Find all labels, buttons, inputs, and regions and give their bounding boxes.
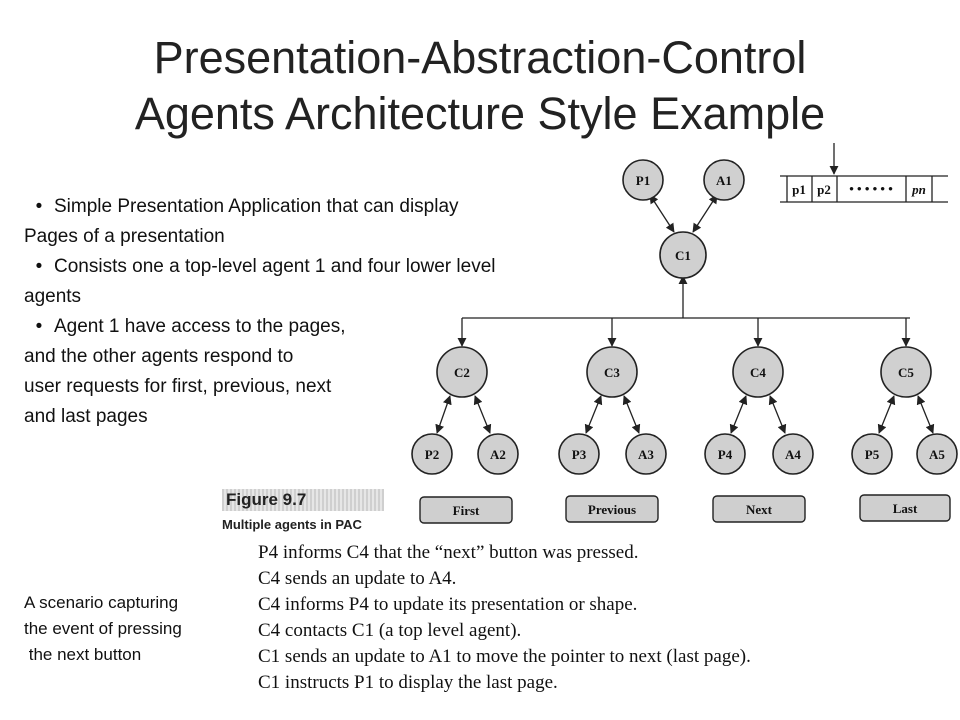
node-p1: P1 <box>622 159 664 201</box>
scenario-step: C4 informs P4 to update its presentation… <box>258 594 638 615</box>
page-strip: p1 p2 • • • • • • pn <box>780 143 948 203</box>
scenario-step: C1 sends an update to A1 to move the poi… <box>258 646 751 667</box>
bullet-item-cont: and last pages <box>24 406 148 427</box>
node-c3: C3 <box>586 346 638 398</box>
svg-text:Last: Last <box>893 501 918 516</box>
svg-text:Next: Next <box>746 502 773 517</box>
bullet-item: •Simple Presentation Application that ca… <box>24 192 634 222</box>
svg-text:P1: P1 <box>636 173 650 188</box>
svg-text:C4: C4 <box>750 365 766 380</box>
scenario-step: P4 informs C4 that the “next” button was… <box>258 542 639 563</box>
scenario-step: C4 contacts C1 (a top level agent). <box>258 620 522 641</box>
node-a5: A5 <box>916 433 958 475</box>
next-button[interactable]: Next <box>712 495 806 523</box>
svg-text:P3: P3 <box>572 447 587 462</box>
svg-text:C1: C1 <box>675 248 691 263</box>
node-c5: C5 <box>880 346 932 398</box>
page-cell-dots: • • • • • • <box>849 181 893 196</box>
bullet-list: •Simple Presentation Application that ca… <box>24 192 634 432</box>
scenario-steps: P4 informs C4 that the “next” button was… <box>258 540 751 696</box>
svg-text:P2: P2 <box>425 447 439 462</box>
bullet-dot-icon: • <box>35 316 43 337</box>
page-cell-pn: pn <box>911 182 926 197</box>
svg-text:A3: A3 <box>638 447 654 462</box>
svg-text:A1: A1 <box>716 173 732 188</box>
svg-text:C5: C5 <box>898 365 914 380</box>
figure-caption: Figure 9.7 Multiple agents in PAC <box>222 489 384 532</box>
svg-text:A4: A4 <box>785 447 801 462</box>
lower-edges <box>435 395 935 434</box>
bullet-item-cont: agents <box>24 286 82 307</box>
scenario-step: C1 instructs P1 to display the last page… <box>258 672 558 693</box>
bullet-item-cont: Pages of a presentation <box>24 226 225 247</box>
node-a4: A4 <box>772 433 814 475</box>
bullet-item-cont: and the other agents respond to <box>24 346 294 367</box>
bullet-item: •Consists one a top-level agent 1 and fo… <box>24 252 634 282</box>
node-c4: C4 <box>732 346 784 398</box>
node-a3: A3 <box>625 433 667 475</box>
slide-title: Presentation-Abstraction-Control Agents … <box>0 30 960 142</box>
node-p5: P5 <box>851 433 893 475</box>
figure-number: Figure 9.7 <box>222 489 384 511</box>
node-a2: A2 <box>477 433 519 475</box>
previous-button[interactable]: Previous <box>565 495 659 523</box>
svg-text:A2: A2 <box>490 447 506 462</box>
first-button[interactable]: First <box>419 496 513 524</box>
figure-title: Multiple agents in PAC <box>222 517 362 532</box>
page-cell-p1: p1 <box>792 182 806 197</box>
node-c1: C1 <box>659 231 707 279</box>
title-line-2: Agents Architecture Style Example <box>134 88 826 139</box>
node-c2: C2 <box>436 346 488 398</box>
page-cell-p2: p2 <box>817 182 831 197</box>
node-p2: P2 <box>411 433 453 475</box>
last-button[interactable]: Last <box>859 494 951 522</box>
node-p3: P3 <box>558 433 600 475</box>
svg-text:First: First <box>453 503 480 518</box>
scenario-step: C4 sends an update to A4. <box>258 568 457 589</box>
bullet-dot-icon: • <box>35 256 43 277</box>
node-p4: P4 <box>704 433 746 475</box>
svg-text:P4: P4 <box>718 447 733 462</box>
node-a1: A1 <box>703 159 745 201</box>
bullet-dot-icon: • <box>35 196 43 217</box>
svg-text:P5: P5 <box>865 447 880 462</box>
bullet-item-cont: user requests for first, previous, next <box>24 376 332 397</box>
svg-text:A5: A5 <box>929 447 945 462</box>
svg-text:C3: C3 <box>604 365 620 380</box>
svg-text:C2: C2 <box>454 365 470 380</box>
svg-text:Previous: Previous <box>588 502 636 517</box>
bullet-item: •Agent 1 have access to the pages, <box>24 312 634 342</box>
title-line-1: Presentation-Abstraction-Control <box>153 32 807 83</box>
scenario-caption: A scenario capturing the event of pressi… <box>24 593 182 664</box>
